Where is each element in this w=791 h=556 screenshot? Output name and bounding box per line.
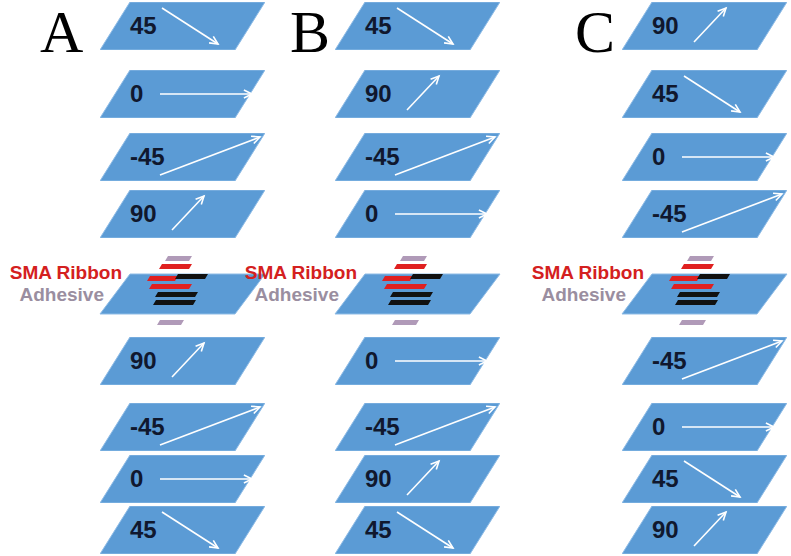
ply-angle: 45 (130, 516, 157, 544)
ply-shape (335, 455, 500, 503)
ply-layer: 90 (335, 455, 500, 503)
adhesive-label: Adhesive (542, 284, 626, 306)
ply-angle: 0 (365, 200, 378, 228)
ply-angle: -45 (130, 143, 165, 171)
sma-label: SMA Ribbon (245, 262, 357, 284)
ply-angle: 0 (652, 143, 665, 171)
ply-layer: 90 (622, 2, 787, 50)
sma-layer (622, 256, 787, 325)
ply-shape (335, 133, 500, 181)
ply-layer: 0 (622, 403, 787, 451)
ply-layer: 45 (100, 506, 265, 554)
ply-shape (100, 403, 265, 451)
ply-angle: -45 (652, 200, 687, 228)
ply-angle: 0 (652, 413, 665, 441)
sma-layer (335, 256, 500, 325)
ply-angle: 90 (130, 347, 157, 375)
ply-layer: -45 (335, 133, 500, 181)
ply-layer: 90 (100, 337, 265, 385)
ply-angle: 45 (652, 465, 679, 493)
ply-layer: 90 (100, 190, 265, 238)
ply-shape (100, 337, 265, 385)
sma-label: SMA Ribbon (10, 262, 122, 284)
ply-angle: 90 (365, 80, 392, 108)
ply-layer: -45 (335, 403, 500, 451)
panel-letter: A (40, 2, 83, 62)
ply-angle: -45 (365, 413, 400, 441)
ply-shape (100, 70, 265, 118)
ply-shape (622, 337, 787, 385)
ply-shape (100, 133, 265, 181)
ply-shape (100, 506, 265, 554)
ply-layer: -45 (100, 403, 265, 451)
ply-angle: -45 (130, 413, 165, 441)
ply-shape (335, 403, 500, 451)
ply-layer: 45 (622, 70, 787, 118)
ply-shape (335, 337, 500, 385)
ply-shape (100, 190, 265, 238)
ply-angle: 90 (652, 12, 679, 40)
ply-angle: -45 (652, 347, 687, 375)
ply-layer: 0 (100, 70, 265, 118)
ply-angle: 0 (130, 80, 143, 108)
ply-shape (100, 2, 265, 50)
sma-label: SMA Ribbon (532, 262, 644, 284)
ply-angle: 90 (365, 465, 392, 493)
ply-layer: 0 (335, 190, 500, 238)
ply-layer: 0 (335, 337, 500, 385)
panel-letter: C (575, 2, 615, 62)
ply-shape (335, 190, 500, 238)
ply-angle: 45 (365, 12, 392, 40)
ply-layer: 45 (622, 455, 787, 503)
ply-shape (622, 133, 787, 181)
ply-shape (622, 70, 787, 118)
ply-layer: 45 (335, 506, 500, 554)
ply-layer: -45 (100, 133, 265, 181)
ply-layer: 0 (622, 133, 787, 181)
panel-letter: B (290, 2, 330, 62)
ply-angle: -45 (365, 143, 400, 171)
ply-shape (622, 403, 787, 451)
ply-layer: 0 (100, 455, 265, 503)
adhesive-label: Adhesive (255, 284, 339, 306)
ply-layer: -45 (622, 337, 787, 385)
ply-angle: 0 (365, 347, 378, 375)
ply-shape (622, 455, 787, 503)
ply-shape (622, 190, 787, 238)
ply-layer: -45 (622, 190, 787, 238)
sma-layer (100, 256, 265, 325)
ply-angle: 45 (652, 80, 679, 108)
ply-layer: 45 (335, 2, 500, 50)
ply-shape (335, 70, 500, 118)
ply-angle: 0 (130, 465, 143, 493)
ply-layer: 45 (100, 2, 265, 50)
ply-shape (622, 2, 787, 50)
ply-angle: 90 (130, 200, 157, 228)
ply-angle: 45 (365, 516, 392, 544)
ply-angle: 90 (652, 516, 679, 544)
adhesive-label: Adhesive (20, 284, 104, 306)
ply-layer: 90 (335, 70, 500, 118)
ply-shape (335, 2, 500, 50)
ply-shape (100, 455, 265, 503)
ply-angle: 45 (130, 12, 157, 40)
ply-layer: 90 (622, 506, 787, 554)
ply-shape (622, 506, 787, 554)
ply-shape (335, 506, 500, 554)
